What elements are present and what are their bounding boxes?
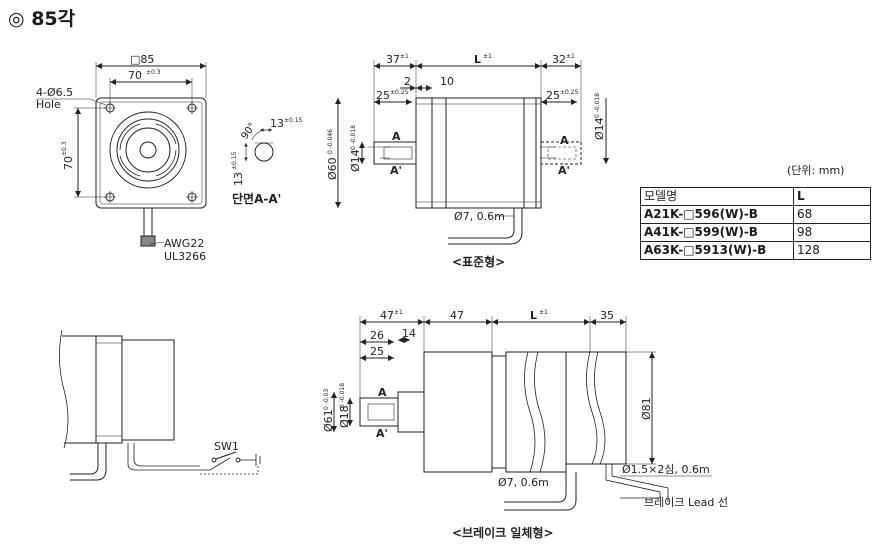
section-key-height: 13: [232, 172, 245, 186]
std-dim-L: L: [474, 53, 481, 66]
brake-dim-35: 35: [600, 309, 614, 322]
standard-motor-body: [415, 97, 542, 209]
standard-front-shaft: [373, 141, 417, 165]
brake-lead-cable-label: Ø1.5×2심, 0.6m: [622, 463, 710, 476]
std-dia-14b: Ø14: [593, 117, 606, 140]
unit-label: (단위: mm): [787, 164, 845, 177]
pilot-circle: [109, 111, 187, 189]
brake-dim-L-tol: ±1: [539, 309, 548, 316]
brake-section-a2: A': [376, 427, 388, 440]
std-dim-32: 32: [552, 53, 566, 66]
std-section-a2-front: A': [390, 164, 402, 177]
brake-lead-label: 브레이크 Lead 선: [644, 496, 728, 509]
std-dia-14a: Ø14: [349, 149, 362, 172]
brake-dim-26: 26: [370, 329, 384, 342]
brake-cable-label: Ø7, 0.6m: [498, 476, 549, 489]
std-dia-60: Ø60: [326, 157, 339, 180]
front-pitch-tol: ±0.3: [146, 69, 161, 76]
std-dim-25a-tol: ±0.25: [390, 89, 409, 96]
front-shaft: [139, 141, 157, 159]
table-row: A21K-□596(W)-B 68: [640, 205, 871, 224]
brake-section-a: A: [378, 386, 387, 399]
brake-dim-47b: 47: [450, 309, 464, 322]
switch-label: SW1: [214, 440, 239, 453]
wire-gauge-label: AWG22: [164, 237, 204, 250]
brake-front-shaft: [359, 397, 399, 427]
brake-dia-18-tol: 0 -0.018: [339, 383, 346, 408]
std-dim-25b: 25: [546, 89, 560, 102]
std-dim-32-tol: ±1: [566, 53, 575, 60]
switch-contact: [215, 451, 237, 460]
brake-dim-25: 25: [370, 345, 384, 358]
brake-gear-head: [423, 351, 493, 473]
std-dim-10: 10: [440, 75, 454, 88]
section-caption: 단면A-A': [232, 191, 281, 206]
table-row: A63K-□5913(W)-B 128: [640, 241, 871, 260]
table-cell-model: A21K-□596(W)-B: [640, 205, 794, 224]
std-dia-14b-tol: 0 -0.018: [594, 93, 601, 118]
std-section-a-rear: A: [560, 134, 569, 147]
std-dim-37-tol: ±1: [400, 53, 409, 60]
std-dim-2: 2: [404, 75, 411, 88]
front-pitch-v-tol: ±0.3: [61, 141, 68, 156]
brake-motor-body: [95, 335, 123, 444]
standard-rear-shaft: [540, 141, 582, 165]
hole-count-label: 4-Ø6.5: [36, 86, 73, 99]
std-dim-25a: 25: [376, 89, 390, 102]
brake-caption: <브레이크 일체형>: [452, 525, 554, 540]
brake-dia-81: Ø81: [640, 397, 653, 420]
brake-dia-61: Ø61: [322, 409, 335, 432]
std-dim-25b-tol: ±0.25: [560, 89, 579, 96]
brake-dia-61-tol: 0 -0.03: [323, 389, 330, 410]
brake-dim-47a: 47: [380, 309, 394, 322]
page-title: ◎ 85각: [8, 8, 76, 30]
brake-side-view: [331, 316, 712, 511]
wire-standard-label: UL3266: [164, 250, 206, 263]
mounting-holes: [104, 102, 198, 203]
front-square-label: □85: [130, 53, 154, 66]
front-pitch-v-label: 70: [62, 156, 75, 170]
table-cell-length: 128: [793, 241, 871, 260]
brake-dim-14: 14: [402, 327, 416, 340]
front-view: [36, 62, 207, 247]
std-dia-60-tol: 0 -0.046: [327, 129, 334, 154]
standard-side-view: [335, 60, 609, 245]
std-cable-label: Ø7, 0.6m: [454, 210, 505, 223]
brake-dim-L: L: [530, 309, 537, 322]
section-shaft-circle: [254, 142, 274, 162]
section-angle-label: 90°: [239, 121, 258, 142]
brake-unit: [565, 351, 627, 465]
std-dim-L-tol: ±1: [483, 53, 492, 60]
std-caption: <표준형>: [452, 254, 505, 269]
std-dim-37: 37: [386, 53, 400, 66]
front-pitch-label: 70: [128, 69, 142, 82]
section-view: [244, 128, 274, 162]
front-flange-square: [95, 97, 207, 209]
brake-motor-section: [505, 351, 567, 473]
brake-dia-18: Ø18: [338, 405, 351, 428]
section-key-width: 13: [270, 117, 284, 130]
std-dia-14a-tol: 0 -0.018: [350, 125, 357, 150]
std-section-a-front: A: [392, 130, 401, 143]
std-section-a2-rear: A': [558, 164, 570, 177]
section-key-width-tol: ±0.15: [284, 117, 303, 124]
model-length-table: 모델명 L A21K-□596(W)-B 68 A41K-□599(W)-B 9…: [640, 187, 871, 260]
hole-word-label: Hole: [36, 98, 61, 111]
section-key-height-tol: ±0.15: [231, 151, 238, 170]
brake-dim-47a-tol: ±1: [394, 309, 403, 316]
brake-wiring-view: [59, 329, 261, 481]
